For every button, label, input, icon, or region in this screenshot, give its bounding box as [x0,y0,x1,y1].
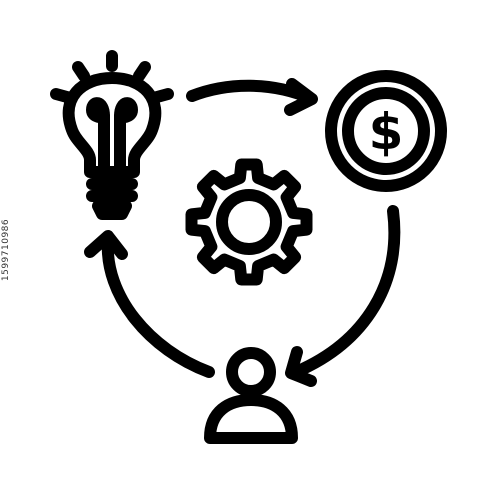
person-head [226,347,276,397]
dollar-coin-icon: $ [325,70,447,192]
arrow-person-to-bulb [84,230,215,378]
bulb-base [86,178,138,220]
gear-outline [185,158,313,286]
gear-hub [216,189,282,255]
cycle-arrows [84,78,401,387]
person-icon [204,347,298,444]
stock-id-text: 1599710986 [1,218,12,282]
coin-inner-ring [342,87,430,175]
person-body [204,394,298,444]
bulb-glass [62,72,162,178]
bulb-filament [86,97,138,172]
coin-outer-ring [325,70,447,192]
arrow-bulb-to-coin [186,78,318,116]
lightbulb-icon [50,50,174,220]
gear-icon [185,158,313,286]
dollar-sign: $ [369,103,404,161]
light-rays [50,50,174,103]
stock-id-watermark: 1599710986 [0,0,14,500]
arrow-coin-to-person [285,205,401,387]
